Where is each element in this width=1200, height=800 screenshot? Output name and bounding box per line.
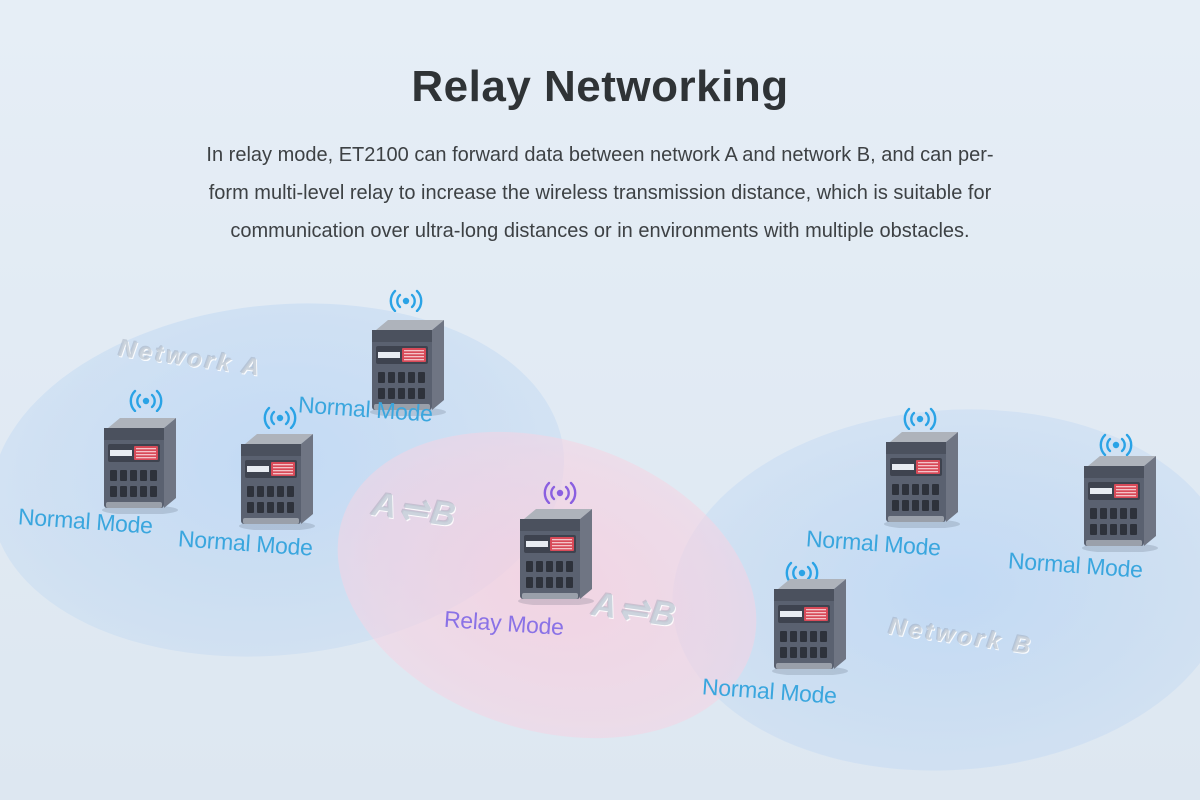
device-b-right (1080, 452, 1160, 552)
device-a-left (100, 414, 180, 514)
description-line-1: In relay mode, ET2100 can forward data b… (206, 144, 994, 166)
device-a-mid (237, 430, 317, 530)
device-b-bottom (770, 575, 850, 675)
wifi-signal-icon (902, 406, 938, 431)
device-b-left (882, 428, 962, 528)
wifi-signal-icon (388, 288, 424, 313)
wifi-signal-icon (262, 405, 298, 430)
device-relay (516, 505, 596, 605)
wifi-signal-icon (1098, 432, 1134, 457)
description-line-3: communication over ultra-long distances … (230, 220, 970, 242)
device-a-top (368, 316, 448, 416)
page-description: In relay mode, ET2100 can forward data b… (160, 136, 1040, 250)
wifi-signal-icon (542, 480, 578, 505)
page-title: Relay Networking (411, 62, 789, 111)
wifi-signal-icon (128, 388, 164, 413)
description-line-2: form multi-level relay to increase the w… (208, 182, 992, 204)
